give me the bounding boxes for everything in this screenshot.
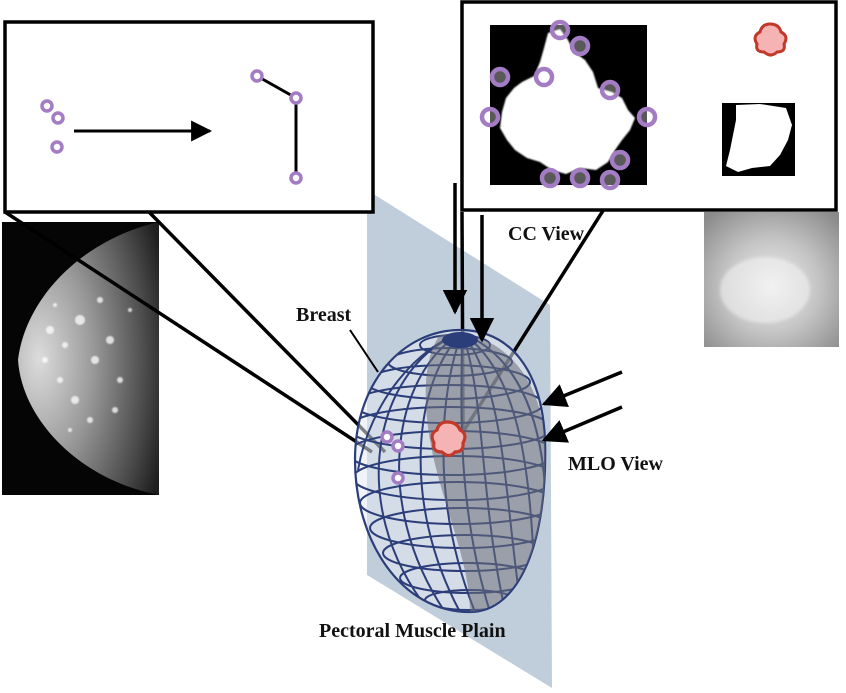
calcification-marker (599, 79, 621, 101)
calcification-marker (636, 106, 658, 128)
calcification-marker (391, 439, 405, 453)
calcification-marker (289, 171, 303, 185)
mlo-arrow (541, 405, 623, 443)
mass-marker (430, 420, 467, 458)
calcification-marker (609, 149, 631, 171)
breast-calcifications (380, 430, 405, 485)
projection-arrows (442, 183, 623, 443)
calcification-marker (289, 91, 303, 105)
calcification-marker (479, 106, 501, 128)
segmentation-mask-large (490, 25, 647, 185)
calcification-marker (250, 69, 264, 83)
calcification-marker (549, 19, 571, 41)
mass-patch-image (704, 212, 839, 347)
calcification-callout (3, 20, 387, 454)
breast-label: Breast (296, 304, 352, 326)
calcification-marker (533, 66, 555, 88)
nipple-area (442, 332, 478, 348)
cc-view-label: CC View (508, 223, 585, 245)
mlo-view-label: MLO View (568, 453, 663, 475)
calcification-marker (50, 140, 64, 154)
calcification-marker (51, 111, 65, 125)
segmentation-mask-small (722, 103, 795, 176)
calcification-marker (539, 167, 561, 189)
calcification-marker (391, 471, 405, 485)
pectoral-plane-label: Pectoral Muscle Plain (319, 620, 506, 642)
mass-callout (460, 0, 838, 433)
mass-marker (753, 22, 788, 57)
breast-mesh (353, 328, 547, 614)
calcification-marker (489, 66, 511, 88)
calcification-marker (599, 169, 621, 191)
calcification-marker (40, 99, 54, 113)
calcification-marker (380, 430, 394, 444)
calcification-marker (569, 167, 591, 189)
breast-leader-line (349, 329, 379, 373)
calcification-marker (569, 35, 591, 57)
mlo-arrow (541, 370, 623, 407)
breast-shadow (425, 333, 546, 612)
